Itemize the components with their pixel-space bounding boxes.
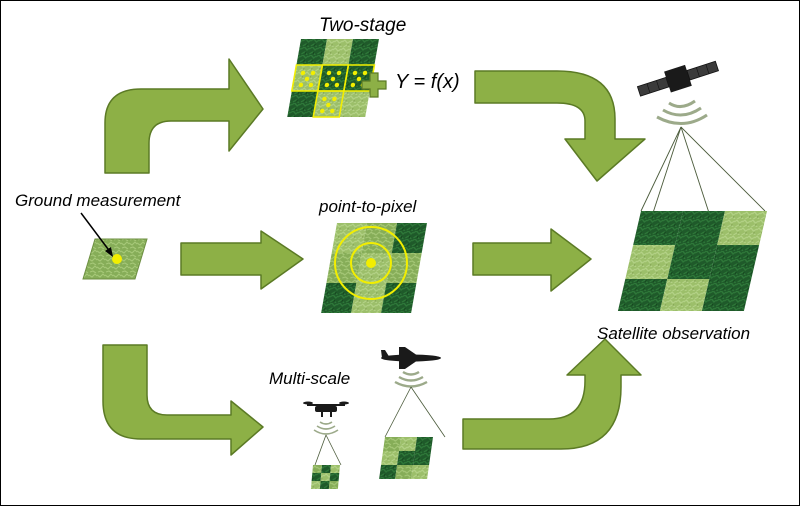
ground-pointer-arrow: [80, 212, 113, 257]
arrow-multi-scale-to-satellite: [462, 338, 642, 450]
arrow-two-stage-to-satellite: [474, 70, 646, 182]
two-stage-label: Two-stage: [319, 15, 407, 36]
airplane-signal-waves-icon: [394, 370, 428, 388]
multi-scale-label: Multi-scale: [269, 369, 351, 388]
ground-measurement-patch: [82, 238, 148, 280]
satellite-footprint-patch: [617, 211, 767, 311]
airplane-footprint-patch: [379, 437, 433, 479]
arrow-point-to-pixel-to-satellite: [472, 228, 592, 292]
airplane-footprint-lines: [384, 386, 446, 438]
arrow-ground-to-two-stage: [104, 58, 264, 174]
ground-point-marker: [112, 254, 122, 264]
formula-label: Y = f(x): [395, 71, 460, 93]
arrows: [102, 58, 646, 456]
signal-waves-icon: [313, 421, 339, 435]
satellite-icon: [636, 60, 719, 97]
ground-measurement-label: Ground measurement: [15, 191, 181, 210]
point-to-pixel-label: point-to-pixel: [319, 197, 417, 216]
drone-icon: [303, 401, 349, 417]
point-marker: [366, 258, 376, 268]
drone-footprint-patch: [310, 465, 340, 489]
plus-icon: [361, 72, 387, 98]
satellite-observation-label: Satellite observation: [597, 324, 751, 343]
drone-footprint-lines: [314, 434, 342, 466]
two-stage-grid: [287, 39, 379, 118]
satellite-signal-waves-icon: [656, 99, 708, 125]
airplane-icon: [381, 347, 441, 369]
arrow-ground-to-multi-scale: [102, 344, 264, 456]
arrow-ground-to-point-to-pixel: [180, 230, 304, 290]
footprint-rings: [334, 226, 408, 300]
